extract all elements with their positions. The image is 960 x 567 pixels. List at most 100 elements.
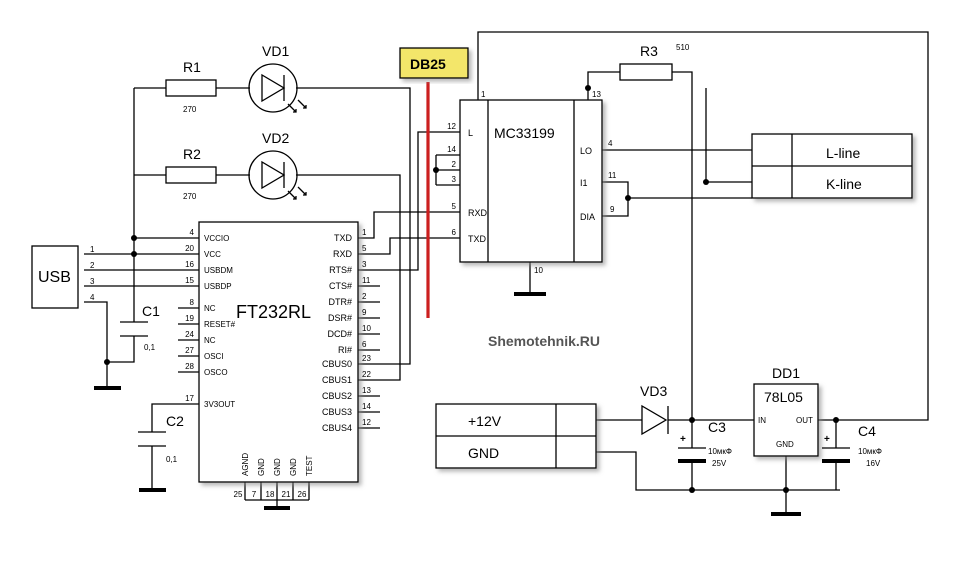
wire-ft-right-stubs [358, 285, 380, 429]
ft-right-pin-name: DSR# [328, 313, 352, 323]
mc-right-pin-name: I1 [580, 178, 588, 188]
ft-right-pin-name: RXD [333, 249, 353, 259]
c2-ref: C2 [166, 413, 184, 429]
ft-bottom-pin-num: 18 [266, 490, 275, 499]
resistor-r1 [165, 79, 217, 97]
ft-right-pin-name: CTS# [329, 281, 352, 291]
ft-right-pin-name: CBUS1 [322, 375, 352, 385]
ft-left-pin-num: 24 [185, 330, 194, 339]
wire-r3 [587, 71, 693, 420]
c3-value: 10мкФ [708, 447, 732, 456]
ft-left-pin-num: 15 [185, 276, 194, 285]
wire-mc-vbat [477, 31, 929, 421]
ft-right-pin-num: 6 [362, 340, 367, 349]
db25-tag [399, 47, 469, 79]
power-12v-label: +12V [468, 413, 502, 429]
ft-left-pin-name: VCCIO [204, 234, 229, 243]
ft-bottom-pin-name: GND [273, 458, 282, 476]
ft-left-pin-name: NC [204, 336, 216, 345]
ft-left-pin-num: 4 [190, 228, 195, 237]
ft232rl-chip [198, 221, 359, 483]
ft-right-pin-name: CBUS3 [322, 407, 352, 417]
mc-right-pin-num: 9 [610, 205, 615, 214]
ft-right-pin-num: 1 [362, 228, 367, 237]
c2-value: 0,1 [166, 455, 178, 464]
r1-value: 270 [183, 105, 197, 114]
db25-label: DB25 [410, 56, 446, 72]
wire-c1-bottom [107, 336, 135, 363]
ft-left-pin-name: USBDM [204, 266, 233, 275]
wire-dia [602, 198, 629, 217]
wire-mc-pins-14-2-3 [435, 154, 460, 186]
dd1-in: IN [758, 416, 766, 425]
ft-left-pin-num: 16 [185, 260, 194, 269]
power-gnd-label: GND [468, 445, 499, 461]
mc-left-pin-num: 6 [452, 228, 457, 237]
ft232-left-pins: 4VCCIO20VCC16USBDM15USBDP8NC19RESET#24NC… [185, 228, 236, 409]
mc-left-pin-num: 3 [452, 175, 457, 184]
mc-left-pin-name: TXD [468, 234, 487, 244]
wire-ft-left-stubs [178, 307, 199, 373]
led-vd2 [248, 150, 307, 200]
lline-label: L-line [826, 145, 860, 161]
mc-pin-10: 10 [534, 266, 543, 275]
c1-value: 0,1 [144, 343, 156, 352]
ft-bottom-pin-num: 25 [234, 490, 243, 499]
c4-ref: C4 [858, 423, 876, 439]
c4-voltage: 16V [866, 459, 881, 468]
r1-ref: R1 [183, 59, 201, 75]
ft-right-pin-num: 9 [362, 308, 367, 317]
mc-left-pin-name: L [468, 128, 473, 138]
c3-ref: C3 [708, 419, 726, 435]
ft-right-pin-name: CBUS0 [322, 359, 352, 369]
mc-pin-1: 1 [481, 90, 486, 99]
ft-left-pin-num: 27 [185, 346, 194, 355]
capacitor-c1 [120, 321, 148, 337]
ft-left-pin-name: NC [204, 304, 216, 313]
vd1-ref: VD1 [262, 43, 289, 59]
ft-bottom-pin-num: 7 [252, 490, 257, 499]
watermark-text: Shemotehnik.RU [488, 333, 600, 349]
usb-label: USB [38, 269, 71, 286]
wires [84, 31, 929, 512]
vd3-ref: VD3 [640, 383, 667, 399]
ft-left-pin-num: 28 [185, 362, 194, 371]
r2-ref: R2 [183, 146, 201, 162]
ft-right-pin-num: 2 [362, 292, 367, 301]
ft-left-pin-name: USBDP [204, 282, 232, 291]
ft-right-pin-num: 5 [362, 244, 367, 253]
regulator-dd1 [753, 383, 819, 457]
diode-vd3 [641, 404, 669, 436]
ft-bottom-pin-name: GND [289, 458, 298, 476]
usb-pin-2: 2 [90, 261, 95, 270]
wire-usb-gnd [84, 301, 108, 388]
mc-right-pin-name: DIA [580, 212, 595, 222]
ft-right-pin-num: 3 [362, 260, 367, 269]
dd1-out: OUT [796, 416, 813, 425]
ft232-right-pins: TXD1RXD5RTS#3CTS#11DTR#2DSR#9DCD#10RI#6C… [322, 228, 371, 433]
mc-right-pin-num: 11 [608, 171, 617, 180]
mc33199-chip [459, 99, 603, 263]
ft-bottom-pin-name: AGND [241, 453, 250, 476]
kline-label: K-line [826, 176, 862, 192]
ft-right-pin-name: CBUS2 [322, 391, 352, 401]
ft-left-pin-name: OSCI [204, 352, 224, 361]
capacitor-c2 [138, 431, 166, 447]
r3-ref: R3 [640, 43, 658, 59]
capacitor-c4 [822, 447, 850, 463]
ft-right-pin-name: RTS# [329, 265, 352, 275]
ft-right-pin-name: TXD [334, 233, 353, 243]
ft-right-pin-name: DCD# [327, 329, 352, 339]
mc-left-pin-num: 2 [452, 160, 457, 169]
c3-plus: + [680, 434, 686, 445]
ft-bottom-pin-num: 21 [282, 490, 291, 499]
wire-ft-gnd [244, 482, 310, 508]
ground-symbols [94, 292, 801, 516]
ft-left-pin-name: RESET# [204, 320, 236, 329]
wire-r2 [134, 174, 401, 381]
c3-voltage: 25V [712, 459, 727, 468]
ft-left-pin-num: 17 [185, 394, 194, 403]
